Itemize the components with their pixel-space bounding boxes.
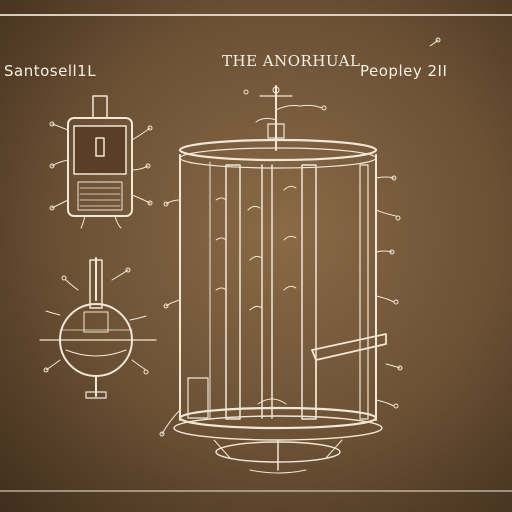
sphere-device-sketch <box>39 257 157 399</box>
top-border-line <box>0 14 512 16</box>
drawing-title: THE ANORHUAL <box>222 52 361 70</box>
left-caption: Santosell1L <box>4 62 97 80</box>
bottom-border-line <box>0 490 512 492</box>
small-device-sketch <box>49 95 153 229</box>
main-apparatus-sketch <box>159 37 441 474</box>
right-caption: Peopley 2II <box>360 62 448 80</box>
